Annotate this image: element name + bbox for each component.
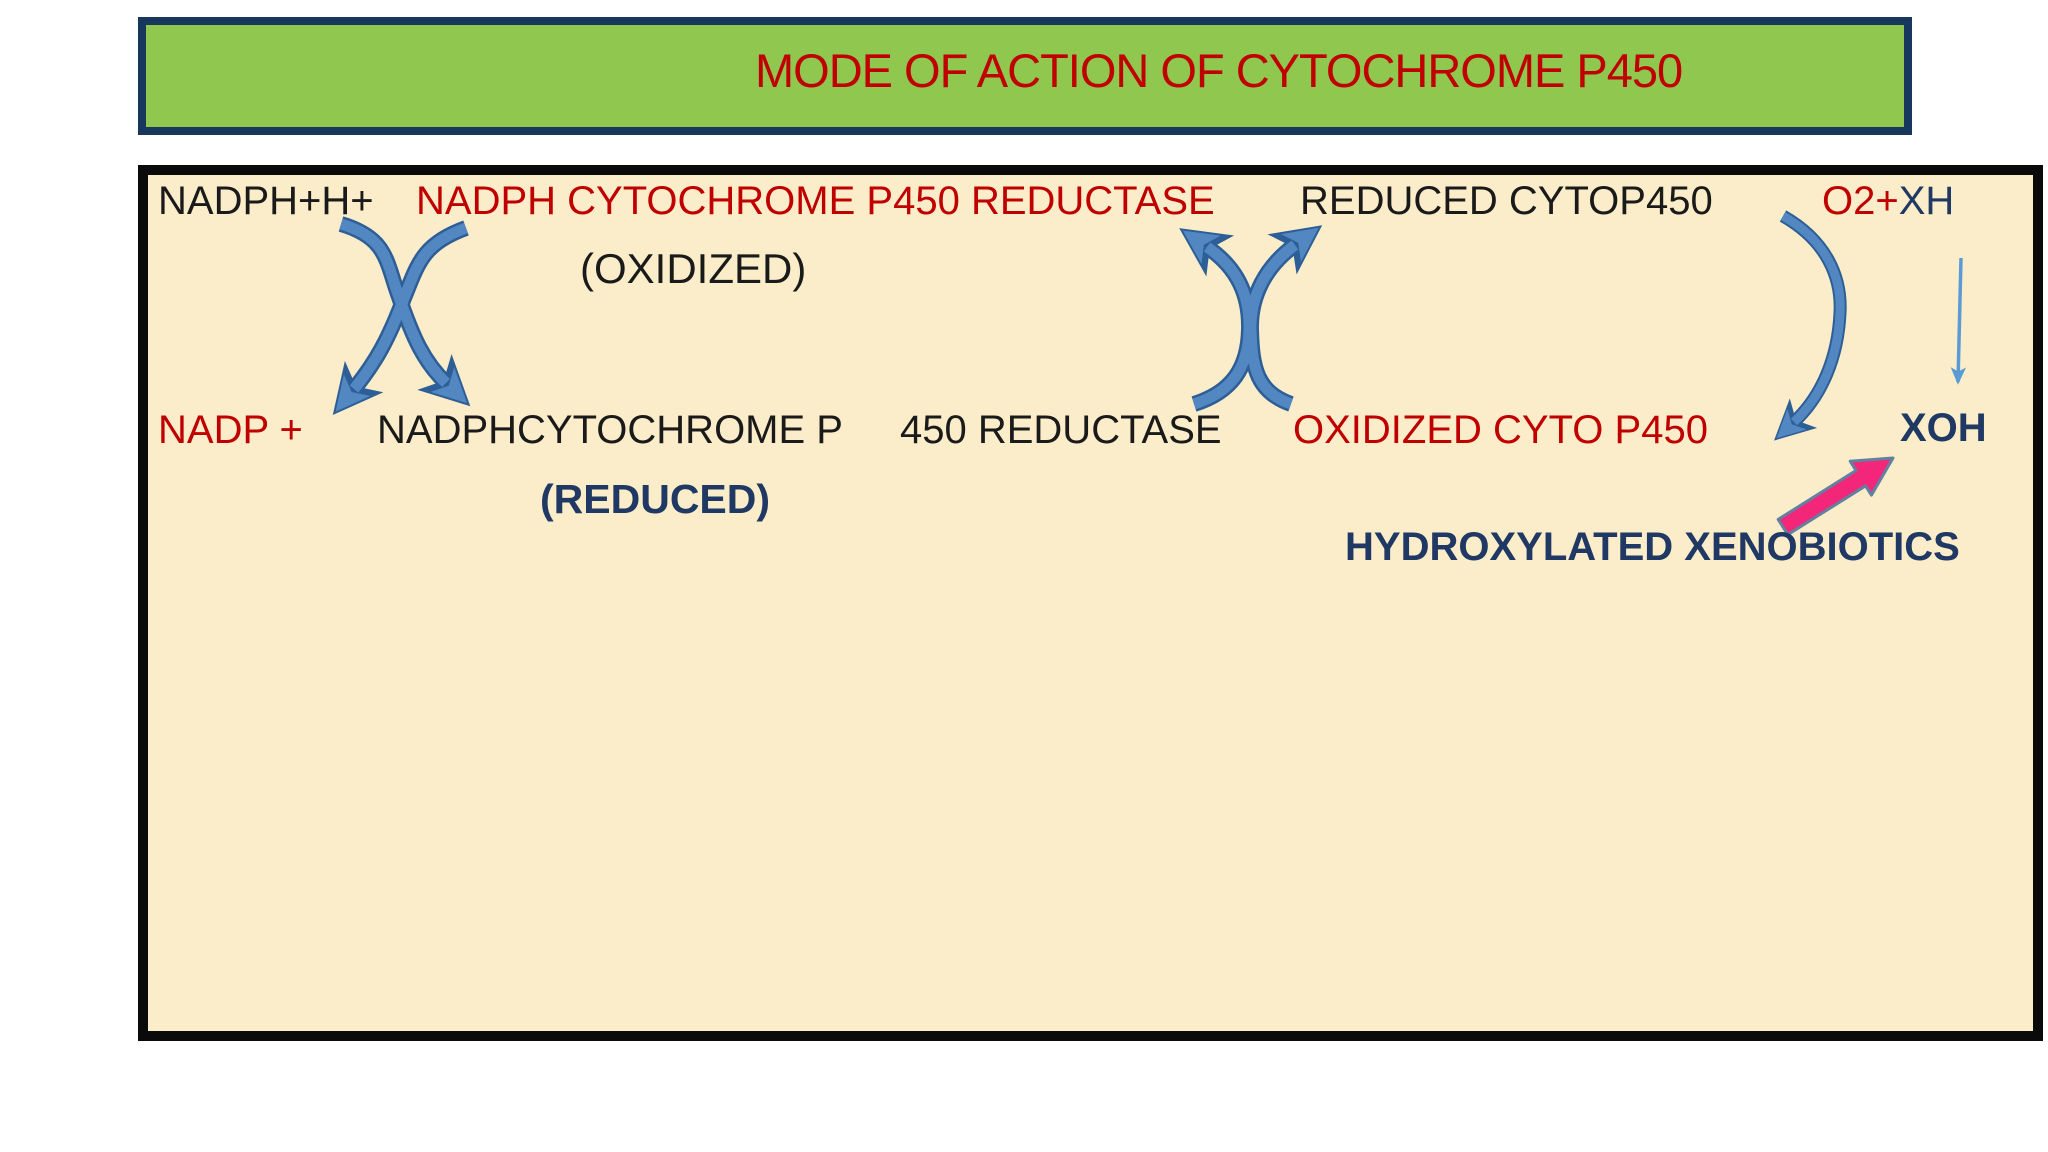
label-hydroxylated-xenobiotics: HYDROXYLATED XENOBIOTICS — [1345, 525, 1960, 569]
page-title: MODE OF ACTION OF CYTOCHROME P450 — [755, 44, 1683, 97]
label-xoh: XOH — [1900, 406, 1987, 450]
label-nadphcytochrome-p: NADPHCYTOCHROME P — [377, 408, 843, 452]
label-reduced-state: (REDUCED) — [540, 476, 771, 522]
label-nadph-cytochrome-p450-reductase: NADPH CYTOCHROME P450 REDUCTASE — [416, 179, 1215, 223]
label-oxidized-state: (OXIDIZED) — [580, 245, 807, 292]
label-450-reductase: 450 REDUCTASE — [900, 408, 1222, 452]
title-banner: MODE OF ACTION OF CYTOCHROME P450 — [138, 17, 1912, 135]
label-o2: O2+ — [1822, 179, 1899, 223]
label-o2-xh: O2+XH — [1822, 181, 1954, 221]
diagram-box — [138, 165, 2043, 1041]
label-nadp: NADP + — [158, 408, 303, 452]
label-reduced-cytop450: REDUCED CYTOP450 — [1300, 179, 1713, 223]
label-xh: XH — [1898, 179, 1955, 223]
label-nadph-h: NADPH+H+ — [158, 179, 374, 223]
label-oxidized-cyto-p450: OXIDIZED CYTO P450 — [1293, 408, 1708, 452]
